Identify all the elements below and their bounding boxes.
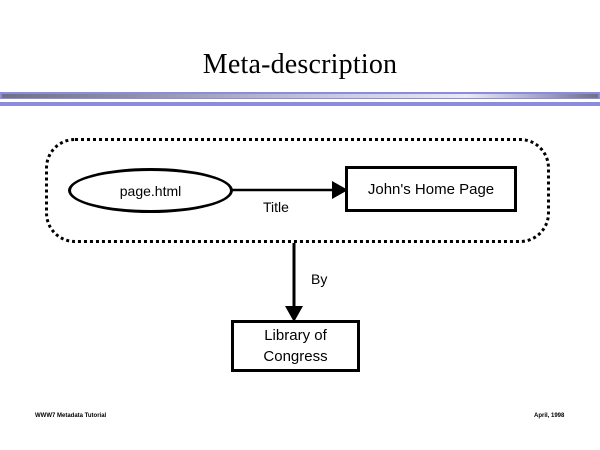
divider-band-gradient: [2, 94, 598, 98]
dotted-group-boundary: [45, 138, 550, 243]
divider-band-thin: [0, 102, 600, 106]
node-library-of-congress-label: Library of Congress: [263, 325, 327, 367]
edge-label-title: Title: [263, 199, 289, 215]
title-divider: [0, 92, 600, 106]
page-title: Meta-description: [202, 49, 398, 80]
edge-label-by: By: [311, 271, 328, 287]
node-library-line-1: Library of: [264, 327, 327, 344]
node-page-html-label: page.html: [119, 182, 182, 199]
node-library-line-2: Congress: [263, 348, 328, 365]
node-johns-home-page-label: John's Home Page: [367, 180, 495, 198]
footer-right-text: April, 1998: [534, 413, 565, 419]
node-library-of-congress[interactable]: Library of Congress: [231, 320, 360, 372]
node-johns-home-page[interactable]: John's Home Page: [345, 166, 517, 212]
node-page-html[interactable]: page.html: [68, 168, 233, 213]
footer-left-text: WWW7 Metadata Tutorial: [35, 413, 107, 419]
